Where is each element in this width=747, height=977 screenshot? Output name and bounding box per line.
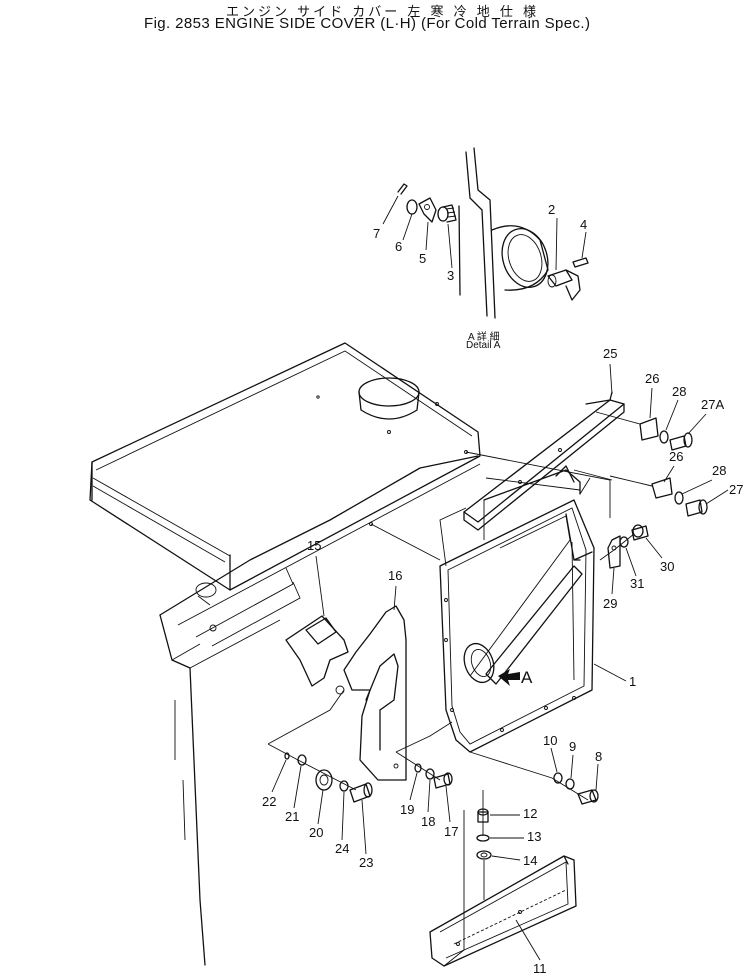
callout-14: 14 — [523, 853, 537, 868]
callout-26-lower: 26 — [669, 449, 683, 464]
callout-29: 29 — [603, 596, 617, 611]
clip-part-26-upper — [639, 417, 659, 441]
callout-25: 25 — [603, 346, 617, 361]
handle-part-2 — [547, 269, 581, 301]
callout-23: 23 — [359, 855, 373, 870]
bolt-part-23 — [349, 782, 373, 803]
cam-plate-part-5 — [418, 197, 437, 223]
bolt-part-27a — [669, 432, 693, 451]
washer-part-28-lower — [674, 491, 684, 505]
rubber-part-14 — [476, 850, 492, 860]
callout-28-lower: 28 — [712, 463, 726, 478]
upper-rail-part-25 — [463, 391, 625, 531]
side-stay-part-upper — [483, 465, 591, 540]
plate-part-15 — [285, 615, 349, 687]
side-cover-part-1 — [439, 499, 595, 753]
callout-11: 11 — [533, 961, 547, 976]
spacer-part-20 — [315, 769, 333, 791]
view-arrow-a: A — [498, 668, 533, 687]
callout-28-upper: 28 — [672, 384, 686, 399]
callout-21: 21 — [285, 809, 299, 824]
callout-2: 2 — [548, 202, 555, 217]
callout-31: 31 — [630, 576, 644, 591]
bracket-part-29 — [607, 535, 621, 569]
callout-22: 22 — [262, 794, 276, 809]
callout-15: 15 — [307, 538, 321, 553]
callout-9: 9 — [569, 739, 576, 754]
callout-8: 8 — [595, 749, 602, 764]
bolt-part-17 — [433, 772, 453, 789]
pin-part-7 — [397, 183, 408, 195]
callout-18: 18 — [421, 814, 435, 829]
title-japanese: エンジン サイド カバー 左 寒 冷 地 仕 様 — [226, 5, 540, 20]
callout-24: 24 — [335, 841, 349, 856]
callout-17: 17 — [444, 824, 458, 839]
callout-30: 30 — [660, 559, 674, 574]
callout-4: 4 — [580, 217, 587, 232]
bolt-part-30 — [631, 524, 649, 541]
detail-a-view — [382, 147, 589, 319]
callout-6: 6 — [395, 239, 402, 254]
washer-part-6 — [406, 199, 418, 215]
washer-part-31 — [619, 536, 629, 548]
lower-cover-part-11 — [429, 855, 577, 967]
washer-part-10 — [553, 772, 563, 784]
lock-cylinder-part-3 — [437, 204, 457, 223]
callout-labels: 1 2 3 4 5 6 7 8 9 10 11 12 13 14 15 16 — [262, 202, 743, 976]
callout-5: 5 — [419, 251, 426, 266]
engine-hood-outline — [89, 342, 481, 966]
callout-1: 1 — [629, 674, 636, 689]
callout-3: 3 — [447, 268, 454, 283]
view-arrow-label: A — [521, 668, 533, 687]
washer-part-22 — [284, 752, 290, 760]
callout-10: 10 — [543, 733, 557, 748]
callout-26-upper: 26 — [645, 371, 659, 386]
bolt-part-27 — [685, 499, 708, 517]
washer-part-18 — [425, 768, 435, 780]
detail-label-english: Detail A — [466, 340, 501, 351]
screw-part-4 — [572, 257, 589, 268]
bolt-part-8 — [577, 789, 599, 805]
callout-7: 7 — [373, 226, 380, 241]
washer-part-19 — [414, 763, 422, 773]
callout-16: 16 — [388, 568, 402, 583]
detail-label-japanese: A 詳 細 — [468, 332, 500, 343]
clip-part-26-lower — [651, 477, 673, 499]
washer-part-28-upper — [659, 430, 669, 444]
plate-part-16 — [335, 605, 407, 781]
callout-13: 13 — [527, 829, 541, 844]
title-english: Fig. 2853 ENGINE SIDE COVER (L·H) (For C… — [144, 15, 591, 32]
callout-19: 19 — [400, 802, 414, 817]
callout-27: 27 — [729, 482, 743, 497]
callout-12: 12 — [523, 806, 537, 821]
callout-20: 20 — [309, 825, 323, 840]
callout-27a: 27A — [701, 397, 724, 412]
